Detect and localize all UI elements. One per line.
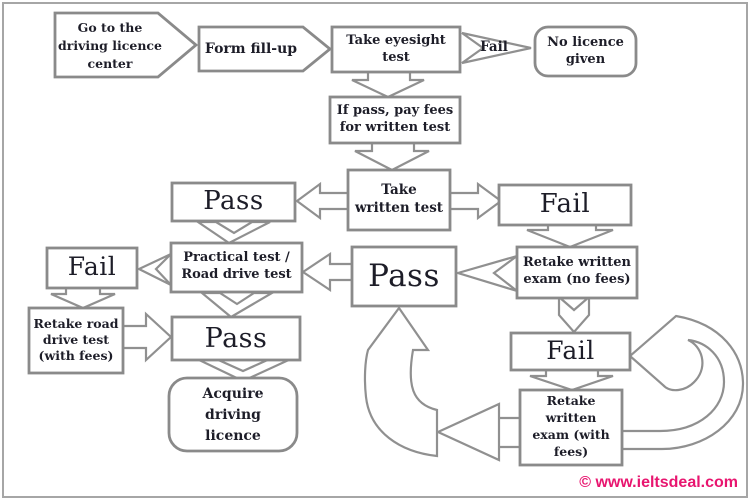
fail-practical-shape bbox=[45, 246, 139, 290]
take-written-shape bbox=[346, 168, 452, 232]
arrow-withfees-left-shaft bbox=[499, 416, 520, 449]
pass-retake-label: Pass bbox=[368, 258, 440, 295]
arrow-loop-withfees-to-fail bbox=[620, 314, 745, 451]
arrow-retake-nofees-to-bigpass bbox=[454, 254, 518, 293]
go-center-label: Go to the driving licence center bbox=[58, 19, 162, 72]
arrow-payfees-to-written bbox=[354, 140, 430, 172]
form-fillup-shape bbox=[197, 25, 333, 73]
arrow-eyesight-to-payfees bbox=[351, 70, 425, 99]
watermark-credit: © www.ieltsdeal.com bbox=[579, 474, 738, 491]
arrow-retake-nofees-to-fail bbox=[557, 294, 591, 334]
pass-written-shape bbox=[170, 181, 297, 223]
fail-written-shape bbox=[497, 183, 633, 227]
acquire-label: Acquire driving licence bbox=[202, 385, 264, 444]
form-fillup-label: Form fill-up bbox=[204, 40, 298, 57]
pass-road-shape bbox=[170, 315, 302, 362]
no-licence-label: No licence given bbox=[547, 34, 624, 67]
arrow-eyesight-fail-banner bbox=[461, 31, 532, 65]
retake-withfees-shape bbox=[518, 388, 624, 467]
retake-withfees-label: Retake written exam (with fees) bbox=[532, 393, 610, 459]
arrow-fail-to-retake-withfees bbox=[529, 368, 614, 392]
fail-retake-label: Fail bbox=[546, 335, 595, 365]
retake-nofees-shape bbox=[515, 245, 639, 300]
take-eyesight-shape bbox=[330, 25, 462, 74]
pass-road-label: Pass bbox=[204, 322, 268, 354]
pay-fees-label: If pass, pay fees for written test bbox=[336, 103, 454, 135]
pass-retake-shape bbox=[350, 245, 458, 308]
arrow-practical-to-fail bbox=[136, 253, 172, 286]
go-center-shape bbox=[53, 11, 199, 79]
arrow-bigpass-to-practical bbox=[301, 251, 354, 293]
fail-retake-shape bbox=[509, 331, 632, 372]
arrow-fail-to-retake-nofees bbox=[526, 222, 614, 249]
take-eyesight-label: Take eyesight test bbox=[346, 32, 446, 65]
no-licence-shape bbox=[533, 25, 638, 78]
take-written-label: Take written test bbox=[354, 182, 444, 216]
arrow-retake-road-to-pass bbox=[121, 311, 173, 363]
fail-eyesight-label: Fail bbox=[480, 38, 508, 55]
arrow-written-to-fail bbox=[447, 181, 503, 221]
practical-label: Practical test / Road drive test bbox=[181, 250, 292, 282]
arrow-pass-to-practical bbox=[194, 220, 271, 245]
arrow-loop-withfees-to-bigpass bbox=[363, 306, 439, 458]
retake-road-label: Retake road drive test (with fees) bbox=[33, 315, 119, 364]
arrow-written-to-pass bbox=[295, 181, 351, 221]
arrow-fail-to-retake-road bbox=[50, 285, 116, 310]
retake-nofees-label: Retake written exam (no fees) bbox=[522, 255, 632, 287]
fail-practical-label: Fail bbox=[67, 252, 117, 282]
arrow-practical-to-pass-road bbox=[198, 291, 277, 319]
pay-fees-shape bbox=[328, 95, 462, 145]
pass-written-label: Pass bbox=[203, 185, 264, 216]
practical-shape bbox=[169, 241, 304, 294]
retake-road-shape bbox=[27, 306, 125, 375]
fail-written-label: Fail bbox=[539, 188, 591, 219]
acquire-shape bbox=[167, 376, 299, 453]
arrow-withfees-left-head bbox=[435, 402, 501, 462]
